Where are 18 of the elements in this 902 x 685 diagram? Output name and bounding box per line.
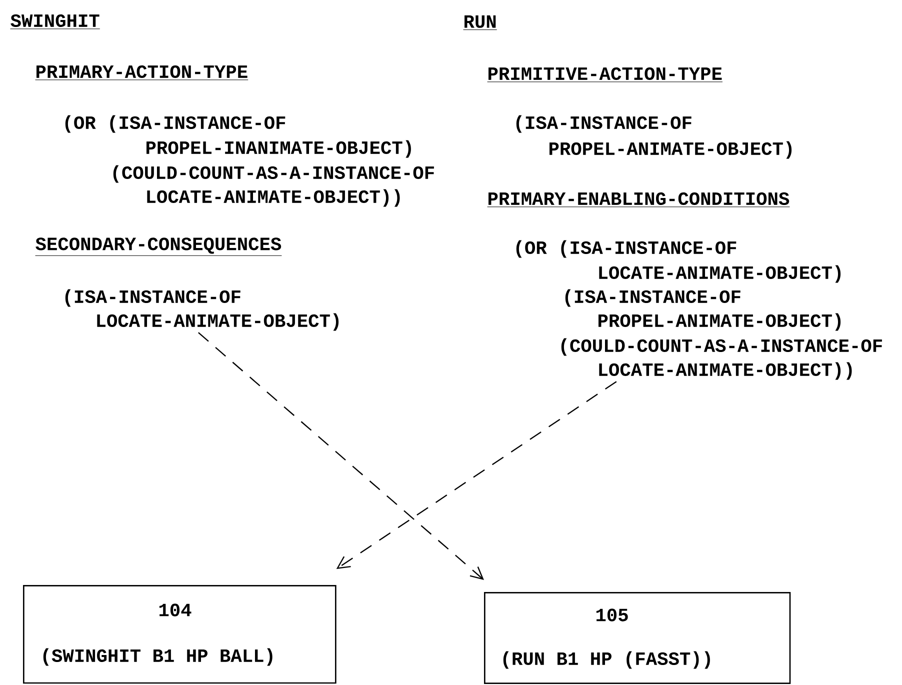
heading: SWINGHIT: [10, 14, 100, 30]
dashed-arrow: [198, 332, 484, 580]
heading: SECONDARY-CONSEQUENCES: [35, 238, 282, 256]
code-text: (ISA-INSTANCE-OF LOCATE-ANIMATE-OBJECT): [65, 289, 339, 331]
heading: PRIMITIVE-ACTION-TYPE: [487, 67, 723, 82]
code-text: PROPEL-ANIMATE-OBJECT): [550, 141, 792, 159]
record-box: 105 (RUN B1 HP (FASST)): [484, 592, 791, 684]
code-text: (COULD-COUNT-AS-A-INSTANCE-OF: [113, 165, 434, 183]
record-box: 104 (SWINGHIT B1 HP BALL): [23, 585, 336, 684]
heading: PRIMARY-ACTION-TYPE: [35, 65, 248, 80]
code-text: PROPEL-INANIMATE-OBJECT): [146, 140, 411, 158]
dashed-arrow: [336, 381, 617, 569]
heading: RUN: [463, 15, 498, 30]
code-text: (OR (ISA-INSTANCE-OF: [65, 115, 286, 133]
code-text: (OR (ISA-INSTANCE-OF LOCATE-ANIMATE-OBJECT) (ISA-INSTANCE-OF PROPEL-ANIMATE-OBJECT) (COULD-COUNT-AS-A-INSTANCE-OF LOCATE-ANIMATE-OBJECT)): [516, 240, 882, 380]
code-text: LOCATE-ANIMATE-OBJECT)): [147, 189, 400, 207]
code-text: (ISA-INSTANCE-OF: [516, 115, 692, 133]
heading: PRIMARY-ENABLING-CONDITIONS: [487, 192, 790, 208]
